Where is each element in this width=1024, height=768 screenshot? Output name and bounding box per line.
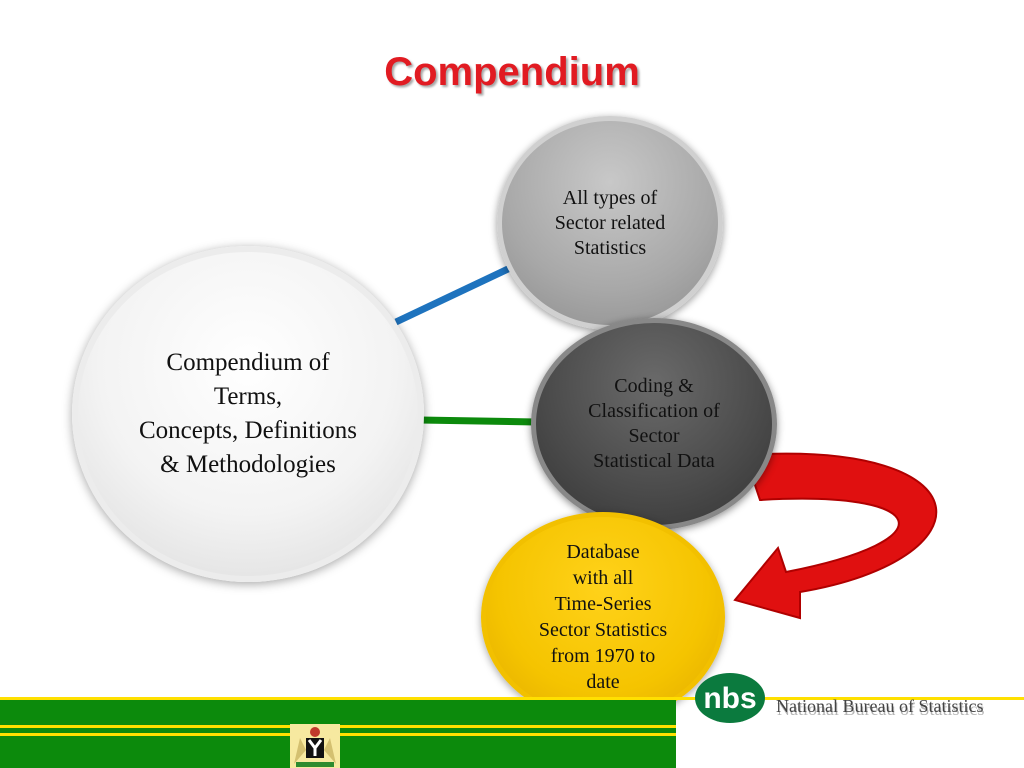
compendium-terms-text: Compendium of Terms, Concepts, Definitio… <box>138 349 358 478</box>
blue-connector <box>394 264 512 326</box>
svg-text:nbs: nbs <box>703 682 756 715</box>
sector-statistics-text: All types of Sector related Statistics <box>554 186 666 259</box>
compendium-terms-circle: Compendium of Terms, Concepts, Definitio… <box>72 246 424 582</box>
green-connector <box>419 416 537 426</box>
coding-classification-circle: Coding & Classification of Sector Statis… <box>531 318 777 530</box>
nbs-logo-icon: nbs <box>695 673 765 723</box>
slide-title: Compendium <box>384 50 640 94</box>
organization-name: National Bureau of Statistics <box>776 696 984 716</box>
footer-top-stripe <box>0 697 1024 700</box>
coding-classification-text: Coding & Classification of Sector Statis… <box>588 375 720 472</box>
database-circle: Database with all Time-Series Sector Sta… <box>481 512 725 722</box>
database-text: Database with all Time-Series Sector Sta… <box>538 541 668 693</box>
sector-statistics-circle: All types of Sector related Statistics <box>497 116 723 330</box>
curved-red-arrow <box>733 452 938 620</box>
coat-of-arms-icon <box>290 724 340 768</box>
